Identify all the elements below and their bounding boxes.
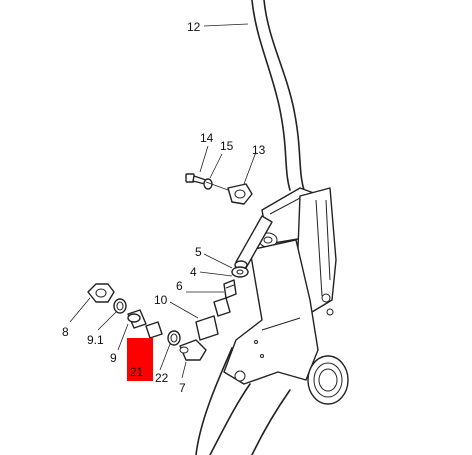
label-22: 22 <box>155 371 169 385</box>
label-10: 10 <box>154 293 168 307</box>
bolt-14[interactable] <box>185 173 207 185</box>
leader-lines <box>69 23 257 379</box>
label-7: 7 <box>179 381 186 395</box>
clamp-13[interactable] <box>205 181 253 205</box>
label-15: 15 <box>220 139 234 153</box>
label-8: 8 <box>62 325 69 339</box>
bushing-21[interactable] <box>145 321 163 339</box>
sleeve-9[interactable] <box>127 309 147 329</box>
hex-nut-8[interactable] <box>87 283 115 303</box>
washer-22[interactable] <box>167 330 181 346</box>
label-13: 13 <box>252 143 266 157</box>
elbow-fitting-7[interactable] <box>179 339 207 361</box>
steering-knuckle-housing[interactable] <box>195 187 349 455</box>
washer-9-1[interactable] <box>113 298 127 314</box>
highlight-box-21 <box>127 338 153 381</box>
label-9: 9 <box>110 351 117 365</box>
nut-4[interactable] <box>231 266 249 278</box>
label-21: 21 <box>130 365 144 379</box>
label-6: 6 <box>176 279 183 293</box>
label-4: 4 <box>190 265 197 279</box>
label-12: 12 <box>187 20 201 34</box>
fitting-6[interactable] <box>223 279 237 299</box>
hose-line-12[interactable] <box>251 0 305 191</box>
connector-10[interactable] <box>195 297 231 341</box>
label-5: 5 <box>195 245 202 259</box>
label-9-1: 9.1 <box>87 333 104 347</box>
label-14: 14 <box>200 131 214 145</box>
